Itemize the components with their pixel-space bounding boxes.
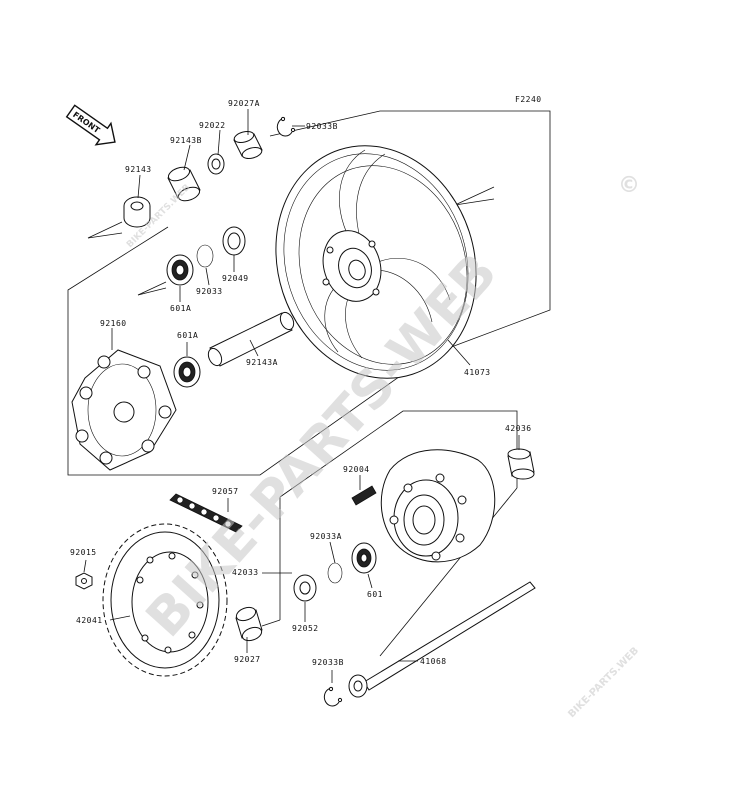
label-42041: 42041	[76, 616, 103, 625]
label-92049: 92049	[222, 274, 249, 283]
label-92022: 92022	[199, 121, 226, 130]
collar-42036	[507, 448, 535, 480]
label-92057: 92057	[212, 487, 239, 496]
circlip-92033B-bottom	[323, 686, 343, 707]
label-92160: 92160	[100, 319, 127, 328]
rear-sprocket-42041	[102, 523, 228, 677]
label-92143B: 92143B	[170, 136, 202, 145]
label-92033B-top: 92033B	[306, 122, 338, 131]
label-601A-top: 601A	[170, 304, 191, 313]
watermark-small-bottom: BIKE-PARTS.WEB	[566, 645, 641, 720]
part-labels: 92027A 92022 92033B 92143B 92143 92049 9…	[70, 99, 532, 667]
front-arrow-icon: FRONT	[65, 104, 116, 146]
oil-seal-92049	[222, 226, 246, 256]
circlip-92033B-top	[276, 116, 296, 137]
bearing-601A-top	[166, 254, 194, 286]
sleeve-92143B	[167, 166, 201, 202]
label-41068: 41068	[420, 657, 447, 666]
axle-41068	[348, 581, 536, 698]
bearing-601	[351, 542, 377, 574]
label-92033: 92033	[196, 287, 223, 296]
label-92033B-bottom: 92033B	[312, 658, 344, 667]
nut-92015	[75, 572, 93, 590]
figure-code: F2240	[515, 95, 542, 104]
label-42036: 42036	[505, 424, 532, 433]
label-92033A: 92033A	[310, 532, 342, 541]
circlip-92033	[196, 244, 214, 268]
stud-92004	[351, 485, 377, 506]
sprocket-hub-42033	[380, 449, 496, 563]
rear-wheel-rim	[275, 145, 477, 379]
label-92004: 92004	[343, 465, 370, 474]
bearing-601A	[173, 356, 201, 388]
label-92143A: 92143A	[246, 358, 278, 367]
label-92027: 92027	[234, 655, 261, 664]
spacer-tube-92143A	[207, 311, 295, 367]
leader-lines	[83, 109, 520, 683]
label-41073: 41073	[464, 368, 491, 377]
label-92027A: 92027A	[228, 99, 260, 108]
collar-92052	[293, 574, 317, 602]
watermark-copyright: ©	[618, 173, 640, 198]
label-92015: 92015	[70, 548, 97, 557]
collar-92143	[123, 196, 151, 228]
damper-coupling-92160	[71, 349, 177, 471]
label-92052: 92052	[292, 624, 319, 633]
collar-92027	[235, 606, 263, 642]
washer-92022	[207, 153, 225, 175]
collar-92027A	[233, 131, 263, 159]
label-92143: 92143	[125, 165, 152, 174]
label-42033: 42033	[232, 568, 259, 577]
drive-chain-92057	[169, 493, 243, 533]
label-601A: 601A	[177, 331, 198, 340]
label-601: 601	[367, 590, 383, 599]
circlip-92033A	[327, 562, 343, 584]
